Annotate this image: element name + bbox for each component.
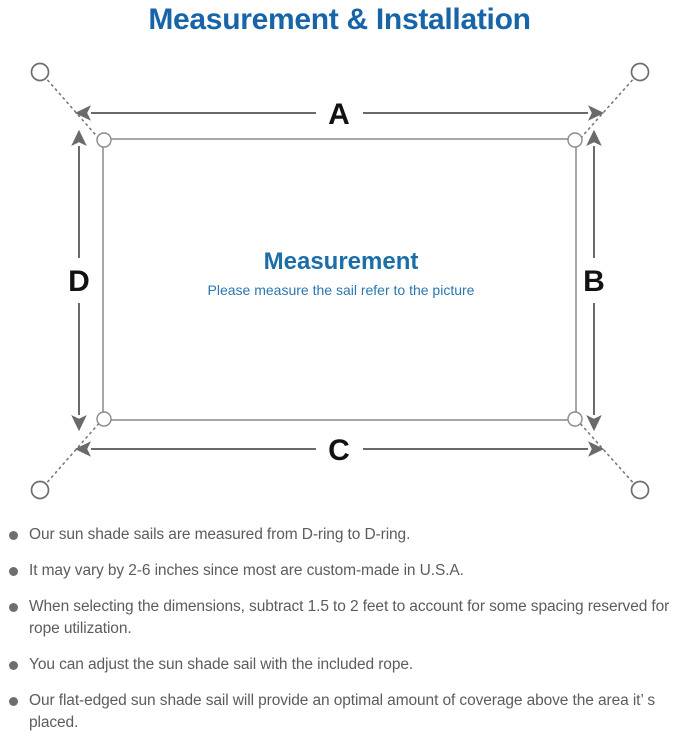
rope-bottom-left: [43, 420, 102, 487]
note-text: You can adjust the sun shade sail with t…: [29, 656, 414, 673]
sail-body: [102, 138, 577, 421]
note-text: When selecting the dimensions, subtract …: [29, 598, 670, 637]
bullet-icon: [9, 567, 18, 576]
bullet-icon: [9, 697, 18, 706]
d-ring-icon-bottom-left: [96, 411, 112, 427]
dimension-label-b: B: [583, 265, 605, 298]
dimension-label-a: A: [328, 98, 350, 131]
bullet-icon: [9, 661, 18, 670]
note-text: Our sun shade sails are measured from D-…: [29, 526, 411, 543]
note-text: Our flat-edged sun shade sail will provi…: [29, 692, 655, 731]
d-ring-icon-top-left: [96, 132, 112, 148]
dimension-label-d: D: [68, 265, 90, 298]
bullet-icon: [9, 603, 18, 612]
sail-subtitle: Please measure the sail refer to the pic…: [208, 282, 475, 298]
anchor-ring-icon-bottom-right: [630, 480, 650, 500]
list-item: It may vary by 2-6 inches since most are…: [0, 560, 679, 582]
d-ring-icon-top-right: [567, 132, 583, 148]
note-text: It may vary by 2-6 inches since most are…: [29, 562, 464, 579]
bullet-icon: [9, 531, 18, 540]
d-ring-icon-bottom-right: [567, 411, 583, 427]
rope-top-left: [43, 75, 102, 142]
list-item: Our sun shade sails are measured from D-…: [0, 524, 679, 546]
anchor-ring-icon-bottom-left: [30, 480, 50, 500]
dimension-label-c: C: [328, 434, 350, 467]
rope-top-right: [577, 75, 637, 142]
page-title: Measurement & Installation: [148, 3, 531, 36]
anchor-ring-icon-top-left: [30, 62, 50, 82]
list-item: You can adjust the sun shade sail with t…: [0, 654, 679, 676]
anchor-ring-icon-top-right: [630, 62, 650, 82]
rope-bottom-right: [577, 420, 637, 487]
list-item: Our flat-edged sun shade sail will provi…: [0, 690, 679, 734]
sail-measurement-diagram: A C D B Measurement Please measure the s…: [0, 46, 679, 516]
notes-list: Our sun shade sails are measured from D-…: [0, 524, 679, 748]
sail-title: Measurement: [264, 248, 419, 275]
list-item: When selecting the dimensions, subtract …: [0, 596, 679, 640]
